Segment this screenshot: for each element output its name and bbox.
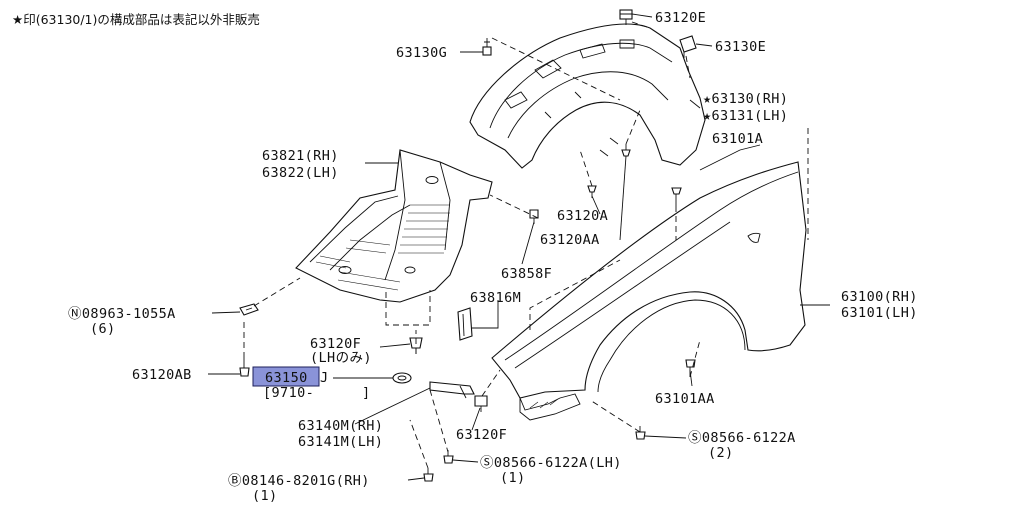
- nut-08963[interactable]: [239, 303, 259, 316]
- label-08963[interactable]: Ⓝ08963-1055A: [68, 306, 176, 322]
- label-63101AA[interactable]: 63101AA: [655, 391, 715, 407]
- label-63150-date-close: ]: [362, 385, 371, 401]
- label-63101-lh[interactable]: 63101(LH): [841, 305, 918, 321]
- label-63821-rh[interactable]: 63821(RH): [262, 148, 339, 164]
- label-63120AB[interactable]: 63120AB: [132, 367, 192, 383]
- label-63101A[interactable]: 63101A: [712, 131, 763, 147]
- seal-63816M[interactable]: [457, 307, 473, 341]
- label-08146[interactable]: Ⓑ08146-8201G(RH): [228, 473, 370, 489]
- label-08566-right-qty: (2): [708, 445, 734, 461]
- fender-liner[interactable]: [469, 23, 706, 169]
- label-63120F-lh-note: (LHのみ): [310, 350, 372, 366]
- leader-lines: [208, 13, 830, 481]
- label-63120F[interactable]: 63120F: [456, 427, 507, 443]
- label-63816M[interactable]: 63816M: [470, 290, 521, 306]
- label-63100-rh[interactable]: 63100(RH): [841, 289, 918, 305]
- assembly-lines: [243, 21, 809, 469]
- screw-63120AA[interactable]: [621, 144, 631, 157]
- label-63150-date: [9710-: [263, 385, 314, 401]
- label-63130G[interactable]: 63130G: [396, 45, 447, 61]
- label-63130E[interactable]: 63130E: [715, 39, 766, 55]
- bolt-08146[interactable]: [423, 468, 434, 482]
- header-note: ★印(63130/1)の構成部品は表記以外非販売: [12, 12, 260, 27]
- screw-08566-right[interactable]: [635, 426, 646, 440]
- label-63120AA[interactable]: 63120AA: [540, 232, 600, 248]
- clip-63130E[interactable]: [679, 35, 697, 58]
- label-08566-lh-qty: (1): [500, 470, 526, 486]
- label-63150[interactable]: 63150: [265, 370, 308, 386]
- splash-shield[interactable]: [295, 149, 493, 303]
- highlight-63150[interactable]: 63150: [252, 366, 320, 387]
- label-63131-lh[interactable]: ★63131(LH): [703, 108, 788, 124]
- grommet-63150J[interactable]: [392, 372, 412, 384]
- screw-63130G[interactable]: [482, 38, 492, 56]
- fender-panel[interactable]: [491, 161, 807, 421]
- label-08146-qty: (1): [252, 488, 278, 504]
- label-63120F-lh[interactable]: 63120F: [310, 336, 361, 352]
- clip-63120E[interactable]: [619, 9, 633, 25]
- label-63150-suffix: J: [320, 370, 329, 386]
- label-63120E[interactable]: 63120E: [655, 10, 706, 26]
- label-63858F[interactable]: 63858F: [501, 266, 552, 282]
- label-63141M-lh[interactable]: 63141M(LH): [298, 434, 383, 450]
- clip-63120F[interactable]: [474, 395, 488, 412]
- label-63130-rh[interactable]: ★63130(RH): [703, 91, 788, 107]
- screw-63120AB[interactable]: [239, 358, 250, 377]
- screw-08566-lh[interactable]: [443, 450, 454, 464]
- bolt-63101A[interactable]: [671, 187, 682, 206]
- label-08963-qty: (6): [90, 321, 116, 337]
- label-63140M-rh[interactable]: 63140M(RH): [298, 418, 383, 434]
- label-63120A[interactable]: 63120A: [557, 208, 608, 224]
- bracket-63140M[interactable]: [429, 381, 475, 399]
- label-08566-lh[interactable]: Ⓢ08566-6122A(LH): [480, 455, 622, 471]
- label-63822-lh[interactable]: 63822(LH): [262, 165, 339, 181]
- label-08566-right[interactable]: Ⓢ08566-6122A: [688, 430, 796, 446]
